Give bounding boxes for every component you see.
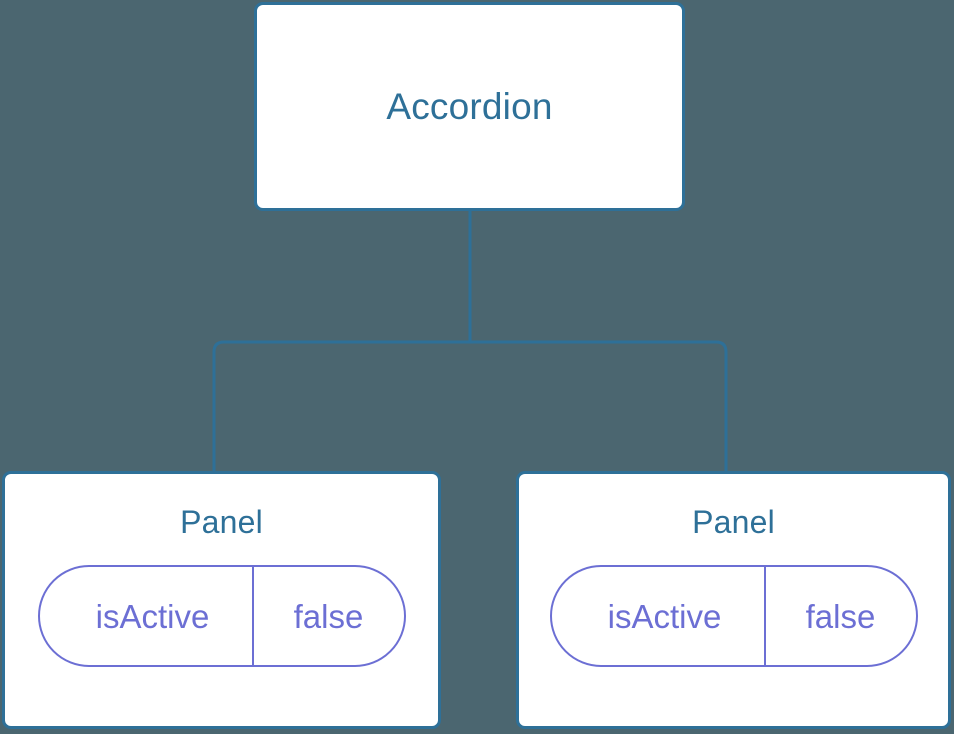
node-panel-2-label: Panel	[692, 504, 775, 540]
node-panel-1-label: Panel	[180, 504, 263, 540]
prop-pill-isactive-1[interactable]: isActive false	[37, 565, 406, 667]
prop-pill-isactive-2[interactable]: isActive false	[549, 565, 918, 667]
node-accordion-label: Accordion	[386, 86, 553, 127]
prop-value-isactive-2: false	[763, 567, 916, 665]
prop-key-isactive-1: isActive	[95, 597, 210, 635]
node-panel-2[interactable]: Panel isActive false	[516, 471, 951, 729]
node-panel-1[interactable]: Panel isActive false	[2, 471, 441, 729]
prop-value-isactive-1: false	[251, 567, 404, 665]
connector-branch-right	[470, 340, 728, 473]
connector-branch-left	[212, 340, 470, 473]
prop-key-isactive-2: isActive	[607, 597, 722, 635]
node-accordion[interactable]: Accordion	[254, 2, 685, 211]
